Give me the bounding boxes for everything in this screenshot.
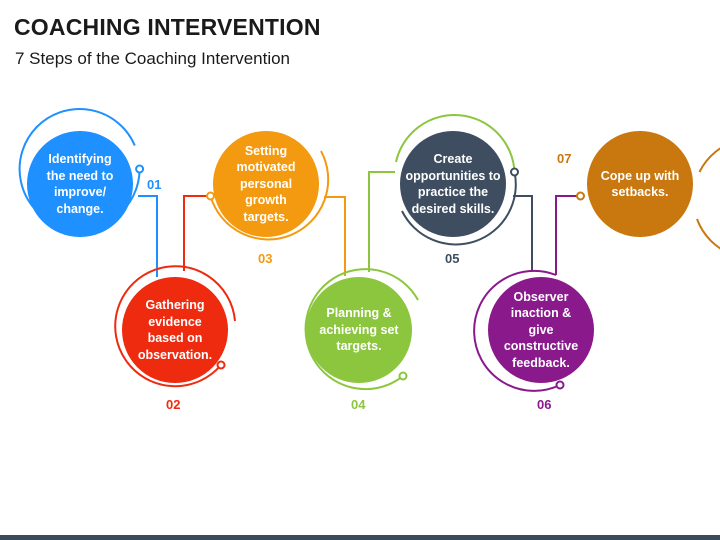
step-04-label: Planning & achieving set targets. [319, 306, 399, 354]
step-04-ring [304, 268, 419, 391]
step-03-disc [213, 131, 319, 237]
step-06-connector [555, 195, 580, 275]
step-01-label: Identifying the need to improve/ change. [46, 152, 114, 216]
step-02-disc [122, 277, 228, 383]
step-02-connector [183, 195, 211, 271]
step-07-dot [576, 191, 585, 201]
step-06-ring [473, 269, 561, 392]
step-06-label: Observer inaction & give constructive fe… [503, 289, 579, 370]
step-06-number: 06 [537, 397, 552, 412]
step-01-disc [27, 131, 133, 237]
step-01-number: 01 [147, 177, 162, 192]
step-04-number: 04 [351, 397, 366, 412]
step-02-dot [216, 360, 226, 370]
step-01-dot [135, 164, 145, 174]
step-06-dot [555, 380, 565, 390]
step-02-number: 02 [166, 397, 181, 412]
step-03-dot [206, 191, 215, 201]
step-02-label: Gathering evidence based on observation. [137, 298, 213, 362]
step-01-connector [138, 195, 158, 277]
step-03-number: 03 [258, 251, 273, 266]
step-07-number: 07 [557, 151, 572, 166]
step-04-connector [368, 171, 395, 272]
step-05-graphic [395, 114, 533, 272]
step-06-disc [488, 277, 594, 383]
page-subtitle: 7 Steps of the Coaching Intervention [15, 49, 291, 68]
step-04-dot [398, 371, 408, 381]
step-04-graphic [304, 171, 419, 391]
step-03-connector [324, 196, 346, 276]
step-05-dot [510, 167, 519, 177]
step-03-graphic [206, 131, 346, 276]
step-05-label: Create opportunities to practice the des… [405, 152, 501, 216]
step-03-ring [209, 150, 330, 241]
step-06-graphic [473, 195, 594, 392]
step-07-disc [587, 131, 693, 237]
bottom-bar [0, 535, 720, 540]
step-02-graphic [114, 195, 236, 388]
step-07-ring [696, 147, 720, 250]
step-03-label: Setting motivated personal growth target… [236, 143, 296, 224]
step-02-ring [114, 265, 236, 388]
step-07-graphic [576, 131, 720, 250]
step-05-connector [513, 195, 533, 272]
step-05-ring [395, 114, 516, 173]
step-05-disc [400, 131, 506, 237]
step-07-label: Cope up with setbacks. [600, 168, 680, 200]
step-04-disc [306, 277, 412, 383]
page-title: COACHING INTERVENTION [14, 14, 321, 40]
step-01-graphic [18, 108, 158, 277]
step-05-number: 05 [445, 251, 460, 266]
